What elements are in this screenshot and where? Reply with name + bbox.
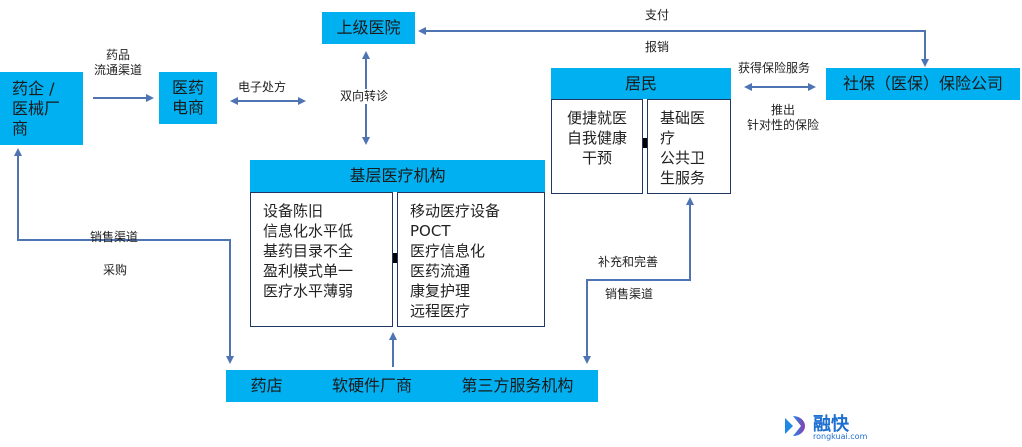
logo: 融快 rongkuai.com: [783, 410, 893, 444]
ecommerce-line: 电商: [171, 98, 204, 117]
solution-item: 医药流通: [410, 262, 471, 280]
sales-channel-left-label: 销售渠道: [90, 230, 139, 244]
arrow-supplement-sales: [583, 197, 694, 364]
service-item: 基础医: [660, 109, 706, 127]
problem-item: 信息化水平低: [263, 222, 354, 240]
label-line: 药品: [105, 48, 130, 62]
need-item: 自我健康: [566, 129, 627, 147]
residents-needs: 便捷就医 自我健康 干预: [551, 99, 643, 194]
service-item: 疗: [660, 129, 676, 147]
bottom-bar: 药店 软硬件厂商 第三方服务机构: [226, 370, 598, 402]
need-item: 干预: [581, 149, 612, 167]
service-item: 生服务: [660, 169, 706, 187]
residents-title: 居民: [551, 68, 731, 99]
referral-label: 双向转诊: [340, 89, 389, 104]
label-line: 针对性的保险: [746, 118, 819, 132]
label-line: 流通渠道: [93, 63, 142, 77]
third-party-service-label: 第三方服务机构: [461, 376, 574, 395]
need-item: 便捷就医: [566, 109, 627, 127]
primary-care-title: 基层医疗机构: [250, 160, 545, 192]
arrow-pay-reimburse: [418, 27, 929, 67]
solution-item: 康复护理: [410, 282, 471, 300]
purchase-label: 采购: [103, 263, 128, 277]
pharma-line: 商: [12, 118, 29, 138]
drug-channel-label: 药品 流通渠道: [88, 48, 148, 78]
ecommerce-line: 医药: [171, 78, 204, 97]
insurance-box: 社保（医保）保险公司: [826, 68, 1020, 100]
solution-item: 医疗信息化: [410, 242, 486, 260]
residents-services: 基础医 疗 公共卫 生服务: [647, 99, 731, 194]
reimburse-label: 报销: [645, 40, 670, 54]
e-prescription-label: 电子处方: [238, 80, 287, 94]
logo-name: 融快: [813, 414, 849, 435]
solution-item: POCT: [410, 222, 451, 240]
solution-item: 远程医疗: [410, 302, 471, 320]
arrow-sales-purchase: [14, 148, 234, 364]
service-item: 公共卫: [660, 149, 706, 167]
logo-url: rongkuai.com: [813, 432, 868, 441]
primary-care-solutions: 移动医疗设备 POCT 医疗信息化 医药流通 康复护理 远程医疗: [397, 192, 545, 327]
pay-label: 支付: [645, 8, 670, 22]
pharma-line: 药企 /: [12, 78, 55, 98]
supplement-label: 补充和完善: [598, 255, 659, 269]
hardware-software-vendor-label: 软硬件厂商: [331, 376, 412, 395]
problem-item: 盈利模式单一: [263, 262, 354, 280]
ecommerce-box: 医药 电商: [159, 72, 217, 124]
problem-item: 基药目录不全: [263, 242, 354, 260]
label-line: 推出: [770, 103, 795, 117]
primary-care-problems: 设备陈旧 信息化水平低 基药目录不全 盈利模式单一 医疗水平薄弱: [250, 192, 393, 327]
problem-item: 设备陈旧: [263, 202, 324, 220]
targeted-insurance-label: 推出 针对性的保险: [738, 103, 828, 133]
pharma-line: 医械厂: [12, 98, 61, 118]
pharma-box: 药企 / 医械厂 商: [0, 72, 83, 145]
upper-hospital-box: 上级医院: [322, 12, 415, 44]
logo-mark-icon: [785, 416, 805, 436]
problem-item: 医疗水平薄弱: [263, 282, 354, 300]
get-insurance-label: 获得保险服务: [738, 61, 811, 75]
pharmacy-label: 药店: [250, 376, 283, 395]
solution-item: 移动医疗设备: [410, 202, 501, 220]
sales-channel-right-label: 销售渠道: [605, 287, 654, 301]
